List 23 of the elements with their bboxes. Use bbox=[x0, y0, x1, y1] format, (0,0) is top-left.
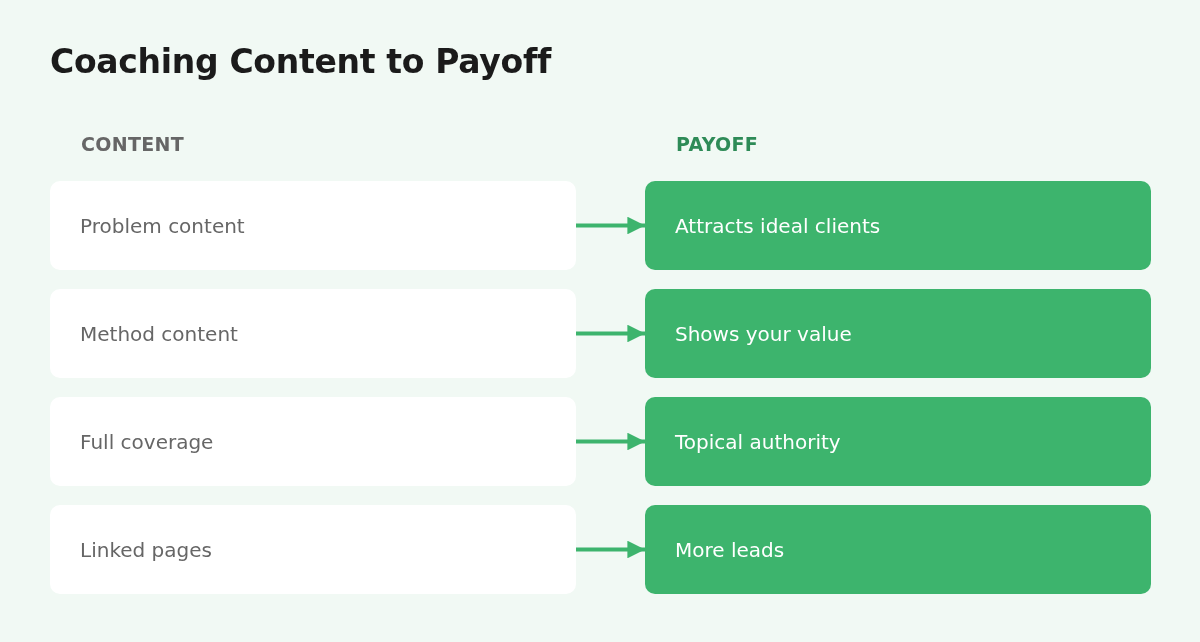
payoff-label: More leads bbox=[675, 537, 785, 562]
payoff-card bbox=[645, 397, 1151, 486]
arrow bbox=[576, 324, 645, 343]
content-label: Problem content bbox=[80, 213, 245, 238]
payoff-label: Shows your value bbox=[675, 321, 852, 346]
payoff-card bbox=[645, 289, 1151, 378]
content-label: Full coverage bbox=[80, 429, 214, 454]
column-heading: PAYOFF bbox=[676, 133, 759, 155]
content-card bbox=[50, 181, 576, 270]
content-card bbox=[50, 505, 576, 594]
title: Coaching Content to Payoff bbox=[50, 42, 551, 81]
content-label: Method content bbox=[80, 321, 238, 346]
payoff-card bbox=[645, 505, 1151, 594]
column-heading: CONTENT bbox=[81, 133, 184, 155]
arrow bbox=[576, 216, 645, 235]
payoff-label: Topical authority bbox=[675, 429, 841, 454]
content-label: Linked pages bbox=[80, 537, 212, 562]
content-card bbox=[50, 289, 576, 378]
arrow bbox=[576, 540, 645, 559]
payoff-label: Attracts ideal clients bbox=[675, 213, 881, 238]
payoff-card bbox=[645, 181, 1151, 270]
arrow bbox=[576, 432, 645, 451]
content-card bbox=[50, 397, 576, 486]
